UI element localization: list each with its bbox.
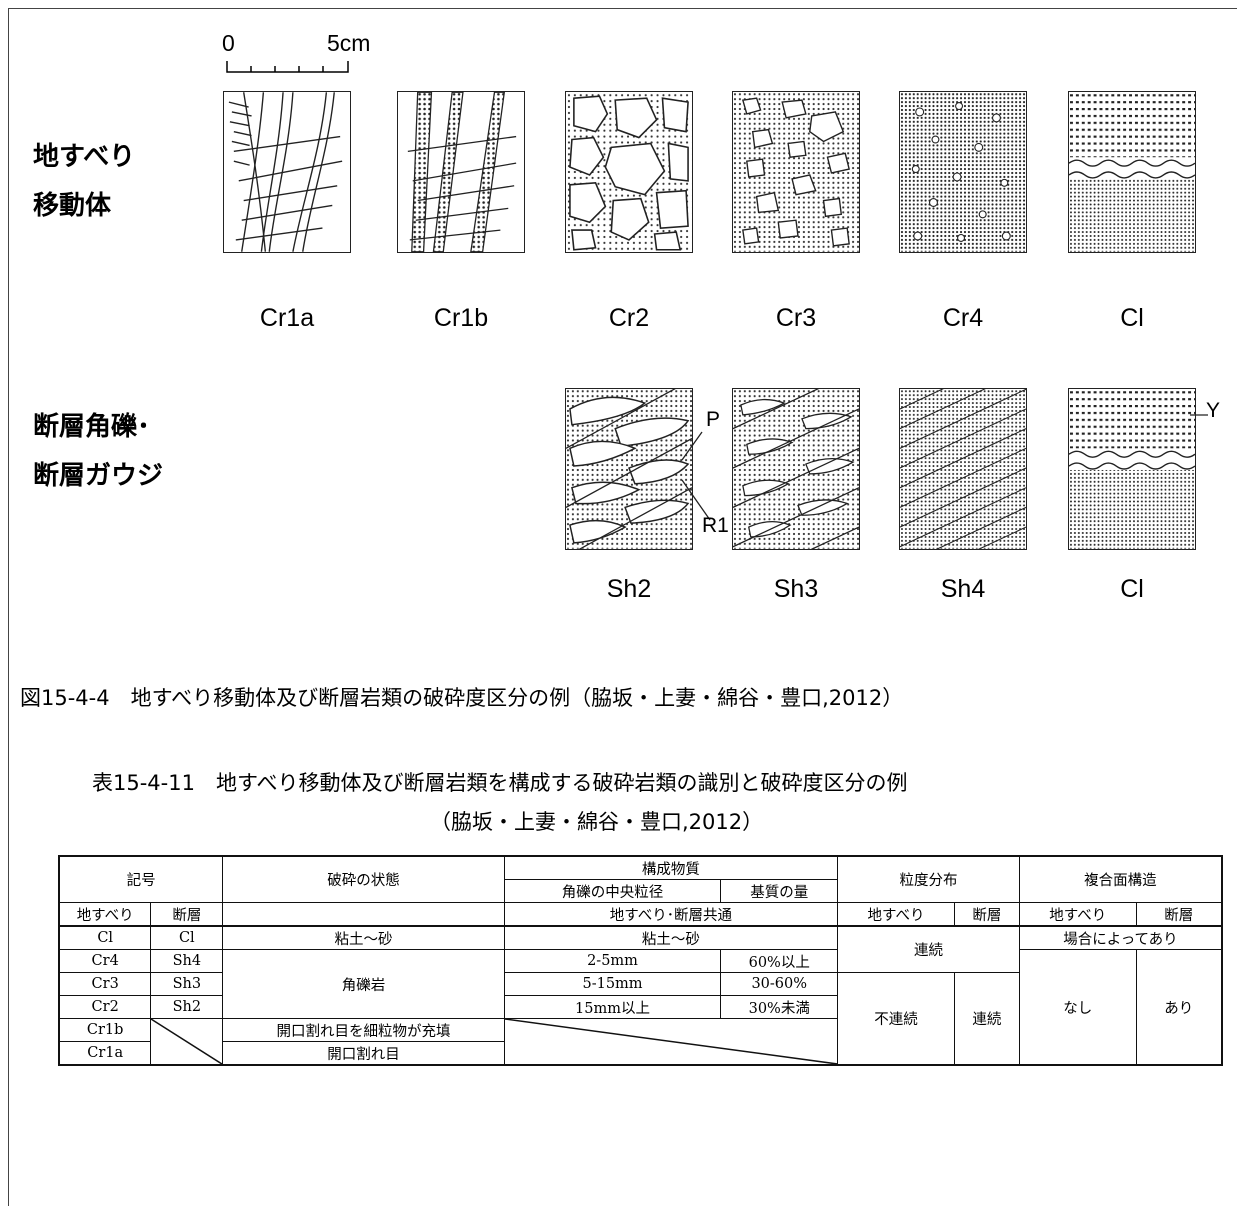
panel-sh4 [899,388,1027,550]
cell-cr4-fault: Sh4 [150,949,224,973]
panel-sh2 [565,388,693,550]
cell-cr4-median: 2-5mm [503,949,722,973]
annotation-p: P [706,408,721,431]
table-caption-line2: （脇坂・上妻・綿谷・豊口,2012） [430,810,764,834]
header-composite: 複合面構造 [1018,855,1223,903]
classification-table: 記号 破砕の状態 構成物質 粒度分布 複合面構造 角礫の中央粒径 基質の量 地す… [58,855,1223,1066]
cell-fault-empty-diagonal [150,1018,224,1066]
sub-fault: 断層 [150,902,224,927]
label-cl-1: Cl [1120,304,1144,332]
cell-grain-continuous: 連続 [837,925,1020,973]
cell-cl-composite: 場合によってあり [1018,925,1223,950]
cell-cr3-median: 5-15mm [503,972,722,996]
sub-grain-fault: 断層 [953,902,1020,927]
cell-cr3-matrix: 30-60% [720,972,839,996]
cell-cr1b-ls: Cr1b [58,1018,152,1042]
row1-label-line1: 地すべり [33,142,136,172]
cell-cr4-matrix: 60%以上 [720,949,839,973]
panel-cr2 [565,91,693,253]
cell-cr1a-ls: Cr1a [58,1041,152,1066]
label-cr1a: Cr1a [259,304,315,332]
panel-cr4 [899,91,1027,253]
panel-sh3 [732,388,860,550]
cell-cr4-ls: Cr4 [58,949,152,973]
cell-grain-continuous-fault: 連続 [953,972,1020,1066]
row2-label-line1: 断層角礫･ [33,412,151,442]
sub-grain-landslide: 地すべり [837,902,955,927]
cell-cl-state: 粘土～砂 [222,925,505,950]
label-cl-2: Cl [1120,575,1144,603]
row2-label: 断層角礫･ 断層ガウジ [33,403,163,502]
scale-bar [226,61,349,73]
header-symbol: 記号 [58,855,224,903]
cell-cl-ls: Cl [58,925,152,950]
cell-cr2-fault: Sh2 [150,995,224,1019]
scale-zero: 0 [222,30,235,56]
row1-label: 地すべり 移動体 [33,133,135,232]
row1-label-line2: 移動体 [33,191,112,222]
label-sh3: Sh3 [773,575,819,603]
panel-cr1a [223,91,351,253]
table-caption-line1: 表15-4-11 地すべり移動体及び断層岩類を構成する破砕岩類の識別と破砕度区分… [92,771,908,795]
figure-caption: 図15-4-4 地すべり移動体及び断層岩類の破砕度区分の例（脇坂・上妻・綿谷・豊… [20,686,904,710]
label-sh4: Sh4 [940,575,986,603]
cell-cr3-ls: Cr3 [58,972,152,996]
sub-state-empty [222,902,505,927]
diagonal-line-1 [151,1019,222,1064]
sub-comp-fault: 断層 [1135,902,1223,927]
cell-cr2-ls: Cr2 [58,995,152,1019]
cell-cl-fault: Cl [150,925,224,950]
annotation-r1: R1 [702,514,729,537]
cell-composite-none: なし [1018,949,1137,1066]
header-matrix: 基質の量 [720,879,839,903]
label-cr1b: Cr1b [433,304,489,332]
header-material: 構成物質 [503,855,839,880]
header-median: 角礫の中央粒径 [503,879,722,903]
panel-cr1b [397,91,525,253]
cell-cr1b-state: 開口割れ目を細粒物が充填 [222,1018,505,1042]
label-cr3: Cr3 [775,304,817,332]
diagonal-line-2 [505,1019,837,1064]
panel-cl-1 [1068,91,1196,253]
cell-cr1a-state: 開口割れ目 [222,1041,505,1066]
cell-cr2-matrix: 30%未満 [720,995,839,1019]
cell-grain-discontinuous: 不連続 [837,972,955,1066]
cell-cr3-fault: Sh3 [150,972,224,996]
sub-comp-landslide: 地すべり [1018,902,1137,927]
cell-cl-material: 粘土～砂 [503,925,839,950]
cell-cr2-median: 15mm以上 [503,995,722,1019]
cell-state-breccia: 角礫岩 [222,949,505,1019]
sub-common: 地すべり･断層共通 [503,902,839,927]
header-grain: 粒度分布 [837,855,1020,903]
page-frame [8,8,1237,1206]
label-cr2: Cr2 [608,304,650,332]
sub-landslide: 地すべり [58,902,152,927]
cell-material-empty-diagonal [503,1018,839,1066]
label-sh2: Sh2 [606,575,652,603]
row2-label-line2: 断層ガウジ [33,461,164,492]
scale-five: 5cm [327,30,371,56]
cell-composite-present: あり [1135,949,1223,1066]
label-cr4: Cr4 [942,304,984,332]
annotation-y: Y [1206,399,1221,422]
annotation-y-leader [1190,414,1208,416]
header-state: 破砕の状態 [222,855,505,903]
annotation-leaders [681,431,711,521]
panel-cl-2 [1068,388,1196,550]
panel-cr3 [732,91,860,253]
